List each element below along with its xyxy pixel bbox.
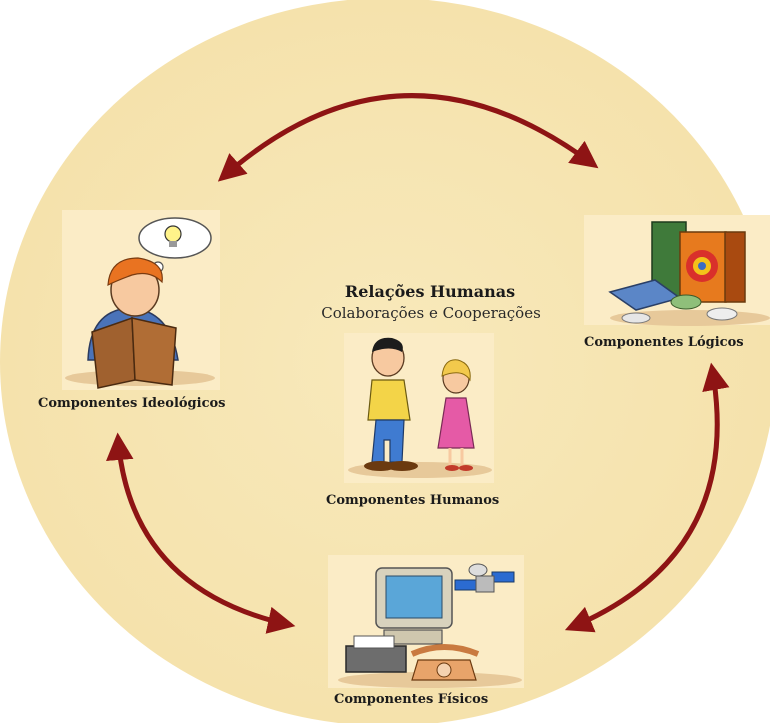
arrow-logical-physical xyxy=(564,362,730,633)
computer-phone-fax-satellite-icon xyxy=(328,555,524,688)
center-title: Relações Humanas xyxy=(344,282,516,301)
center-subtitle: Colaborações e Cooperações xyxy=(321,304,541,322)
software-boxes-and-discs-icon xyxy=(584,215,770,326)
man-and-woman-icon xyxy=(344,333,494,483)
label-logical-components: Componentes Lógicos xyxy=(584,335,744,350)
arrow-ideological-physical xyxy=(106,432,296,634)
label-ideological-components: Componentes Ideológicos xyxy=(38,396,226,411)
person-reading-book-lightbulb-icon xyxy=(62,210,220,390)
label-physical-components: Componentes Físicos xyxy=(334,692,489,707)
label-human-components: Componentes Humanos xyxy=(326,493,500,508)
arrow-ideological-logical xyxy=(217,93,599,182)
